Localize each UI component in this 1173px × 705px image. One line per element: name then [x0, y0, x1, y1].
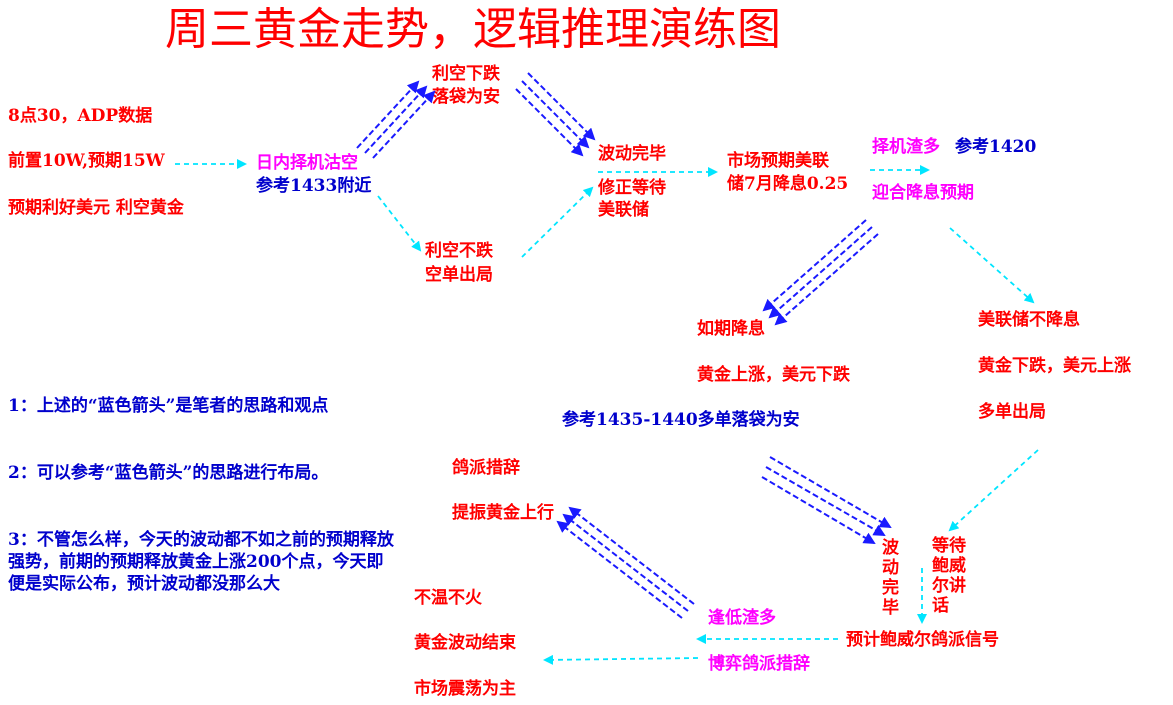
top-branch-line2: 落袋为安	[432, 87, 500, 107]
arrow-choose-to-nocut	[949, 227, 1035, 304]
arrow-start-to-top-2	[364, 85, 428, 154]
arrow-top-to-fluct-3	[515, 88, 584, 157]
arrow-dip-to-dovish-2	[562, 513, 689, 612]
fluct-done-line2: 修正等待	[598, 178, 666, 198]
powell-signal-label: 预计鲍威尔鸽派信号	[846, 630, 999, 650]
arrow-top-to-fluct-2	[521, 80, 590, 149]
bottom-branch-line1: 利空不跌	[425, 241, 493, 261]
arrow-market-to-cut-2	[768, 226, 873, 319]
fluct-done-vertical: 波动完毕	[882, 538, 899, 618]
mild-line2: 黄金波动结束	[414, 633, 516, 653]
start-node-line2: 参考1433附近	[256, 176, 372, 196]
arrow-game-to-mild	[543, 654, 699, 665]
arrow-start-to-bottom	[377, 195, 422, 252]
fluct-done-line3: 美联储	[598, 200, 649, 220]
rate-cut-line2: 黄金上涨，美元下跌	[697, 365, 850, 385]
note-1: 1：上述的“蓝色箭头”是笔者的思路和观点	[8, 396, 329, 416]
fluct-done-line1: 波动完毕	[598, 144, 666, 164]
market-expect-line1: 市场预期美联	[727, 151, 829, 171]
arrow-cut-to-fluct-3	[761, 476, 876, 545]
arrow-market-to-cut-1	[762, 219, 867, 312]
choose-long-label: 择机渣多	[872, 137, 940, 157]
mild-line3: 市场震荡为主	[414, 679, 516, 699]
dovish-left-line1: 鸽派措辞	[452, 458, 520, 478]
adp-expectation-label: 预期利好美元 利空黄金	[8, 198, 184, 218]
dovish-left-line2: 提振黄金上行	[452, 503, 554, 523]
no-cut-line2: 黄金下跌，美元上涨	[978, 356, 1131, 376]
market-expect-line2: 储7月降息0.25	[727, 174, 849, 194]
note-3: 3：不管怎么样，今天的波动都不如之前的预期释放强势，前期的预期释放黄金上涨200…	[8, 530, 394, 594]
adp-forecast-label: 前置10W,预期15W	[8, 151, 165, 171]
arrow-cut-to-fluct-2	[765, 466, 886, 536]
arrow-dip-to-dovish-3	[556, 520, 683, 619]
arrow-dip-to-dovish-1	[568, 506, 695, 605]
top-branch-line1: 利空下跌	[432, 64, 500, 84]
arrow-start-to-top-3	[372, 90, 436, 159]
dip-buy-label: 逢低渣多	[708, 608, 776, 628]
bottom-branch-line2: 空单出局	[425, 265, 493, 285]
arrow-top-to-fluct-1	[527, 72, 596, 141]
game-words-label: 博弈鸽派措辞	[708, 654, 810, 674]
start-node-line1: 日内择机沽空	[256, 153, 358, 173]
diagram-title: 周三黄金走势，逻辑推理演练图	[165, 4, 781, 55]
wait-powell-label: 等待鲍威尔讲话	[932, 536, 966, 616]
rate-cut-line1: 如期降息	[697, 319, 765, 339]
arrow-market-to-cut-3	[774, 233, 879, 326]
arrow-cut-to-fluct-1	[769, 456, 892, 529]
no-cut-line1: 美联储不降息	[978, 310, 1080, 330]
arrow-nocut-to-wait	[948, 449, 1039, 532]
mild-line1: 不温不火	[414, 588, 482, 608]
choose-long-ref: 参考1420	[955, 137, 1037, 157]
adp-time-label: 8点30，ADP数据	[8, 106, 153, 126]
note-2: 2：可以参考“蓝色箭头”的思路进行布局。	[8, 463, 329, 483]
arrow-bottom-to-fluct	[521, 186, 594, 258]
rate-cut-line3: 参考1435-1440多单落袋为安	[562, 410, 800, 430]
arrow-start-to-top-1	[356, 80, 420, 149]
no-cut-line3: 多单出局	[978, 402, 1046, 422]
choose-long-line2: 迎合降息预期	[872, 183, 974, 203]
